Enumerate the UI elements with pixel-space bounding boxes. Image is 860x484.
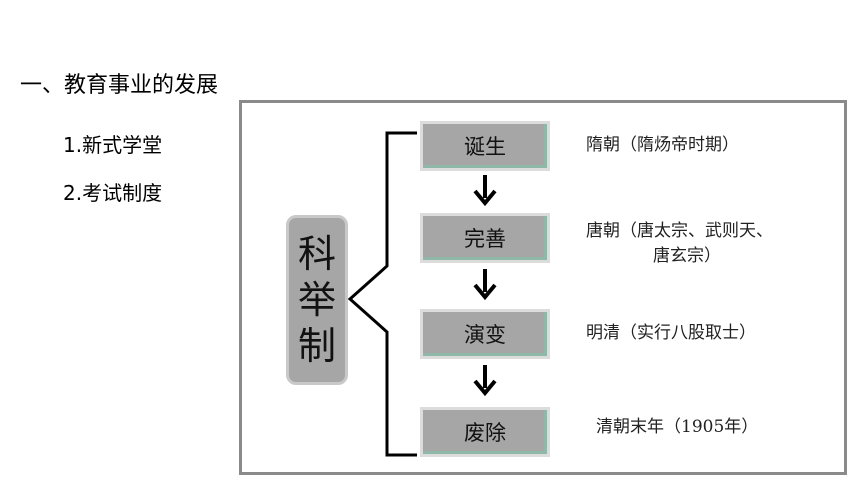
- stage-box-evolution: 演变: [420, 309, 550, 359]
- item-new-schools: 1.新式学堂: [63, 133, 163, 157]
- stage-note-late-qing: 清朝末年（1905年）: [596, 417, 759, 437]
- stage-note-ming-qing: 明清（实行八股取士）: [586, 323, 756, 343]
- stage-note-sui: 隋朝（隋炀帝时期）: [586, 135, 739, 155]
- brace-bracket: [347, 131, 417, 457]
- stage-note-tang-line1: 唐朝（唐太宗、武则天、: [586, 221, 773, 241]
- stage-note-tang-line2: 唐玄宗）: [653, 246, 721, 266]
- item-exam-system: 2.考试制度: [63, 181, 163, 205]
- section-heading: 一、教育事业的发展: [20, 73, 219, 98]
- keju-label-box: 科 举 制: [286, 215, 348, 385]
- keju-char: 科: [297, 232, 336, 276]
- diagram-connectors: [347, 131, 497, 457]
- stage-box-perfection: 完善: [420, 213, 550, 263]
- stage-box-birth: 诞生: [420, 121, 550, 171]
- arrow-down-icon: [473, 175, 497, 207]
- keju-char: 制: [297, 324, 336, 368]
- arrow-down-icon: [473, 269, 497, 301]
- keju-diagram-panel: 科 举 制 诞生 完善 演变 废除 隋朝（隋炀帝时期） 唐朝（唐太宗、武则天、 …: [239, 100, 847, 475]
- stage-box-abolition: 废除: [420, 407, 550, 457]
- arrow-down-icon: [473, 365, 497, 397]
- keju-char: 举: [297, 278, 336, 322]
